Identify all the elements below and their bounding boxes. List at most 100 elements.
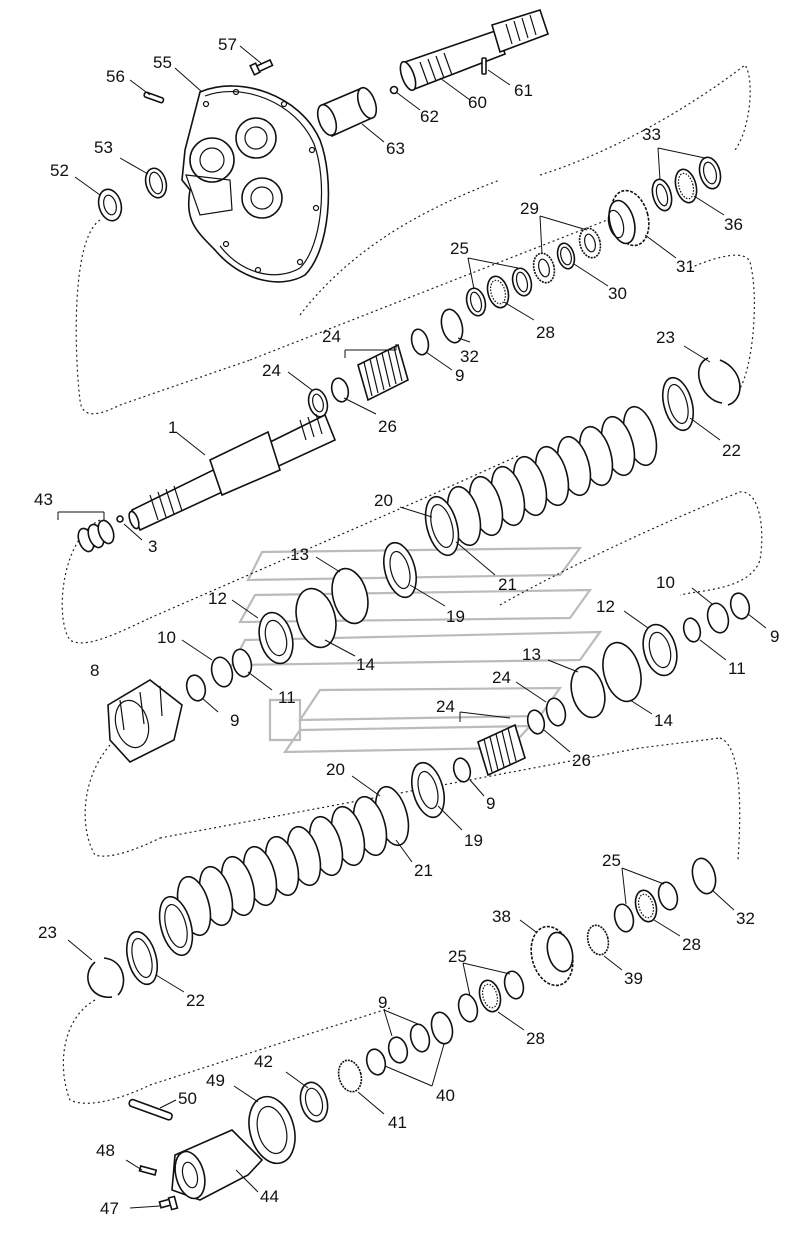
callout-12-right: 12 xyxy=(596,597,615,616)
bearing-41-icon xyxy=(337,1059,363,1093)
callout-50: 50 xyxy=(178,1089,197,1108)
callout-19-bottom: 19 xyxy=(464,831,483,850)
input-shaft-1-icon xyxy=(128,413,337,532)
pin-56-icon xyxy=(143,91,165,104)
callout-42: 42 xyxy=(254,1052,273,1071)
ring-10-11-9-icon xyxy=(185,648,253,702)
callout-24-middle-left: 24 xyxy=(436,697,455,716)
callout-38: 38 xyxy=(492,907,511,926)
o-ring-14-right-icon xyxy=(602,641,642,703)
callout-28-right: 28 xyxy=(682,935,701,954)
callout-20-top: 20 xyxy=(374,491,393,510)
bolt-57-icon xyxy=(249,58,274,76)
callout-48: 48 xyxy=(96,1141,115,1160)
seal-42-icon xyxy=(299,1081,329,1123)
callout-11-left: 11 xyxy=(278,688,296,707)
ring-9-icon xyxy=(410,328,430,356)
callout-14-right: 14 xyxy=(654,711,673,730)
callout-9-middle: 9 xyxy=(486,794,495,813)
callout-labels: 57 56 55 61 60 62 63 53 52 33 36 29 31 3… xyxy=(34,35,779,1218)
snap-ring-32-icon xyxy=(440,308,464,344)
washer-25-icon xyxy=(465,267,533,317)
bearing-29-icon xyxy=(532,227,602,284)
washer-25-28-bottom-icon xyxy=(613,881,679,933)
ball-3-icon xyxy=(116,515,124,523)
output-shaft-60-icon xyxy=(399,9,550,92)
callout-52: 52 xyxy=(50,161,69,180)
callout-29: 29 xyxy=(520,199,539,218)
spring-pack-24-icon xyxy=(307,343,409,418)
callout-43: 43 xyxy=(34,490,53,509)
callout-9-right: 9 xyxy=(770,627,779,646)
piston-12-right-icon xyxy=(642,623,678,677)
callout-11-right: 11 xyxy=(728,659,746,678)
housing-55-icon xyxy=(181,85,330,283)
callout-3: 3 xyxy=(148,537,157,556)
o-ring-13-right-icon xyxy=(570,665,606,719)
washer-25-28-lower-icon xyxy=(457,970,525,1023)
callout-57: 57 xyxy=(218,35,237,54)
callout-44: 44 xyxy=(260,1187,279,1206)
callout-32-bottom: 32 xyxy=(736,909,755,928)
callout-21-bottom: 21 xyxy=(414,861,433,880)
cover-44-icon xyxy=(171,1129,264,1201)
ring-10-9-right-icon xyxy=(682,592,751,643)
callout-47: 47 xyxy=(100,1199,119,1218)
plate-19-icon xyxy=(382,541,418,599)
callout-49: 49 xyxy=(206,1071,225,1090)
spring-43-icon xyxy=(77,519,115,553)
piston-12-icon xyxy=(258,611,294,665)
ball-62-icon xyxy=(389,85,399,95)
callout-20-bottom: 20 xyxy=(326,760,345,779)
bearing-52-icon xyxy=(97,188,123,222)
callout-32-top: 32 xyxy=(460,347,479,366)
ring-53-icon xyxy=(144,167,168,199)
callout-25-right: 25 xyxy=(602,851,621,870)
callout-28-top: 28 xyxy=(536,323,555,342)
gear-31-icon xyxy=(607,189,650,247)
callout-62: 62 xyxy=(420,107,439,126)
gear-38-icon xyxy=(530,925,574,987)
clutch-pack-top-icon xyxy=(424,405,658,557)
callout-25-top: 25 xyxy=(450,239,469,258)
callout-55: 55 xyxy=(153,53,172,72)
callout-8: 8 xyxy=(90,661,99,680)
snap-ring-23-icon xyxy=(697,357,741,406)
callout-14-left: 14 xyxy=(356,655,375,674)
callout-13-top: 13 xyxy=(290,545,309,564)
callout-19-top: 19 xyxy=(446,607,465,626)
callout-31: 31 xyxy=(676,257,695,276)
snap-ring-32-bottom-icon xyxy=(691,857,717,895)
spacer-30-icon xyxy=(556,242,576,270)
callout-12-left: 12 xyxy=(208,589,227,608)
bearing-39-icon xyxy=(586,924,610,956)
rings-9-40-icon xyxy=(365,1011,454,1076)
callout-21-top: 21 xyxy=(498,575,517,594)
callout-41: 41 xyxy=(388,1113,407,1132)
callout-26-middle: 26 xyxy=(572,751,591,770)
callout-33: 33 xyxy=(642,125,661,144)
callout-9-lower: 9 xyxy=(378,993,387,1012)
clutch-pack-bottom-icon xyxy=(158,785,410,957)
callout-25-lower: 25 xyxy=(448,947,467,966)
callout-10-left: 10 xyxy=(157,628,176,647)
callout-22-top: 22 xyxy=(722,441,741,460)
callout-28-lower: 28 xyxy=(526,1029,545,1048)
callout-10-right: 10 xyxy=(656,573,675,592)
callout-9-top: 9 xyxy=(455,366,464,385)
callout-36: 36 xyxy=(724,215,743,234)
washer-33-icon xyxy=(651,156,722,212)
snap-ring-23-bottom-icon xyxy=(87,957,125,998)
gasket-49-icon xyxy=(248,1095,296,1165)
callout-23-bottom: 23 xyxy=(38,923,57,942)
leader-lines xyxy=(57,45,767,1209)
callout-26-top: 26 xyxy=(378,417,397,436)
callout-39: 39 xyxy=(624,969,643,988)
callout-60: 60 xyxy=(468,93,487,112)
callout-24-left: 24 xyxy=(262,361,281,380)
o-ring-13-icon xyxy=(331,567,369,625)
pin-50-icon xyxy=(128,1098,173,1121)
callout-30: 30 xyxy=(608,284,627,303)
